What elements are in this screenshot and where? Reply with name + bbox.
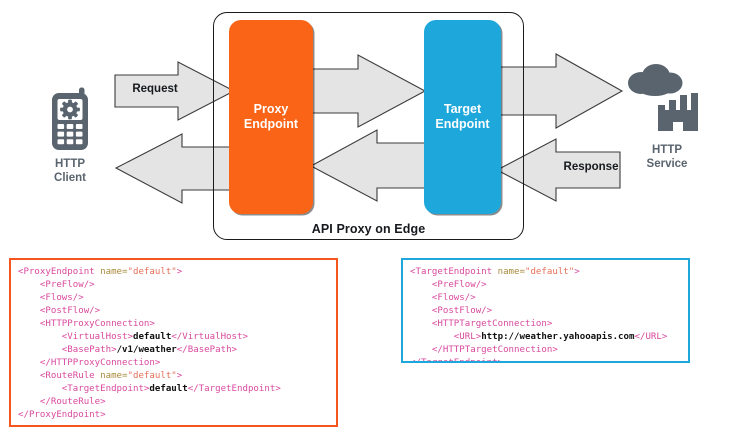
code-line: </TargetEndpoint> xyxy=(410,358,504,363)
code-line: <TargetEndpoint>default</TargetEndpoint> xyxy=(18,384,281,394)
http-service-label-line2: Service xyxy=(646,158,688,171)
arrow-label-response: Response xyxy=(563,161,619,173)
code-line: </HTTPTargetConnection> xyxy=(410,345,558,355)
code-line: <Flows/> xyxy=(18,293,84,303)
code-line: <RouteRule name="default"> xyxy=(18,371,183,381)
target-endpoint-line2: Endpoint xyxy=(435,117,490,131)
proxy-endpoint-box[interactable]: Proxy Endpoint xyxy=(229,20,313,214)
proxy-endpoint-xml-panel: <ProxyEndpoint name="default"> <PreFlow/… xyxy=(9,258,338,427)
code-line: <VirtualHost>default</VirtualHost> xyxy=(18,332,248,342)
http-client-label: HTTP Client xyxy=(15,157,125,186)
http-service-label-line1: HTTP xyxy=(651,144,683,156)
api-proxy-container xyxy=(213,12,524,240)
proxy-endpoint-line2: Endpoint xyxy=(243,117,299,131)
target-endpoint-label: Target Endpoint xyxy=(435,102,489,133)
code-line: <PreFlow/> xyxy=(410,280,487,290)
code-line: <Flows/> xyxy=(410,293,476,303)
arrow-target-to-service xyxy=(497,53,624,129)
code-line: <ProxyEndpoint name="default"> xyxy=(18,267,183,277)
code-line: </ProxyEndpoint> xyxy=(18,410,106,420)
code-line: <TargetEndpoint name="default"> xyxy=(410,267,580,277)
code-line: <PostFlow/> xyxy=(18,306,101,316)
arrow-proxy-to-client xyxy=(114,133,233,204)
arrow-label-request: Request xyxy=(132,83,178,95)
code-line: <PostFlow/> xyxy=(410,306,493,316)
http-client-label-line2: Client xyxy=(54,172,86,185)
target-endpoint-box[interactable]: Target Endpoint xyxy=(424,20,501,214)
target-endpoint-xml-panel: <TargetEndpoint name="default"> <PreFlow… xyxy=(401,258,690,363)
cloud-factory-icon xyxy=(628,64,698,131)
code-line: </HTTPProxyConnection> xyxy=(18,358,161,368)
code-line: <BasePath>/v1/weather</BasePath> xyxy=(18,345,238,355)
api-proxy-title: API Proxy on Edge xyxy=(311,222,426,236)
http-client-icon-wrap xyxy=(48,86,92,157)
arrow-response xyxy=(495,138,621,202)
arrow-target-to-proxy xyxy=(309,129,429,202)
http-service-label: HTTP Service xyxy=(612,143,722,172)
code-line: <HTTPProxyConnection> xyxy=(18,319,155,329)
code-line: <PreFlow/> xyxy=(18,280,95,290)
mobile-phone-gear-icon xyxy=(52,87,88,150)
code-line: <URL>http://weather.yahooapis.com</URL> xyxy=(410,332,668,342)
arrow-proxy-to-target xyxy=(309,54,427,128)
http-service-icon-wrap xyxy=(625,62,703,147)
code-line: <HTTPTargetConnection> xyxy=(410,319,553,329)
proxy-endpoint-line1: Proxy xyxy=(253,101,289,116)
arrow-layer xyxy=(114,53,624,204)
target-endpoint-line1: Target xyxy=(443,101,482,116)
code-line: </RouteRule> xyxy=(18,397,106,407)
proxy-endpoint-label: Proxy Endpoint xyxy=(244,102,298,133)
arrow-request xyxy=(114,61,236,121)
http-client-label-line1: HTTP xyxy=(54,158,86,170)
